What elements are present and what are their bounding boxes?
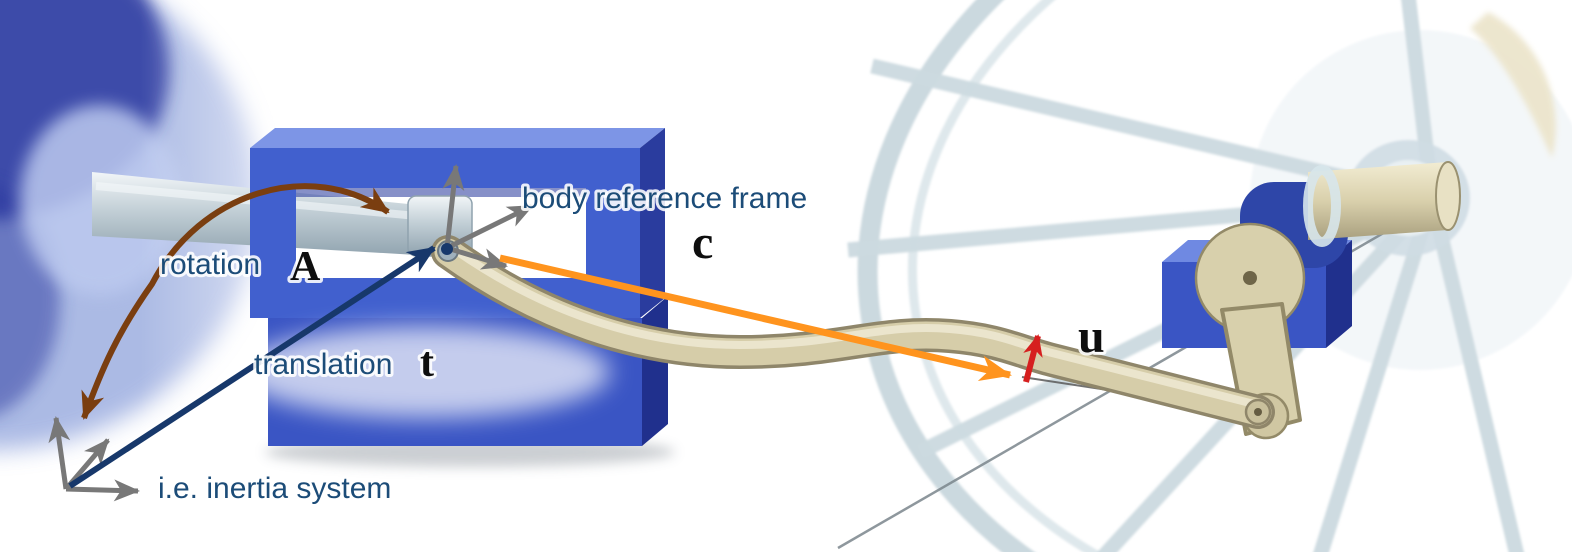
label-body-reference-frame: body reference frame	[522, 182, 807, 215]
wheel-rim-inner	[907, 0, 1572, 552]
coupling-rod	[431, 235, 1275, 429]
inertia-axis-up	[48, 416, 71, 490]
translation-arrow	[68, 245, 436, 489]
frame-top-face	[250, 128, 665, 148]
vector-c-arrow	[499, 254, 1012, 381]
rod-body	[434, 238, 1272, 426]
frame-side-face	[640, 128, 665, 318]
symbol-vector-u: u	[1078, 310, 1105, 363]
crank-disc-hole	[1243, 271, 1257, 285]
label-rotation: rotation	[160, 248, 260, 281]
hub-light-ring	[1303, 165, 1341, 247]
rod-pivot-hole	[1254, 408, 1262, 416]
hub-cylinder	[1308, 162, 1448, 240]
label-translation: translation	[254, 348, 392, 381]
block-side-face	[642, 296, 668, 446]
body-frame-origin	[441, 243, 453, 255]
symbol-vector-c: c	[692, 216, 713, 269]
counterweight-blade	[1470, 12, 1556, 158]
body-frame-axes	[442, 164, 534, 270]
vector-u-arrow	[1023, 334, 1043, 383]
label-inertia-system: i.e. inertia system	[158, 472, 391, 505]
symbol-translation-t: t	[420, 340, 434, 386]
inertia-axis-right	[65, 479, 140, 502]
body-axis-front	[446, 245, 508, 270]
wheel-hub	[1303, 161, 1461, 247]
bearing-side-face	[1326, 240, 1352, 348]
wheel-rim-outer	[857, 0, 1572, 552]
hub-cylinder-cap	[1435, 161, 1461, 231]
rotation-arrow	[81, 183, 390, 420]
symbol-rotation-A: A	[290, 244, 321, 290]
body-axis-up	[442, 164, 465, 249]
rod-highlight	[444, 241, 1262, 409]
body-axis-right	[445, 203, 534, 251]
frame-inner-shadow	[296, 188, 586, 197]
